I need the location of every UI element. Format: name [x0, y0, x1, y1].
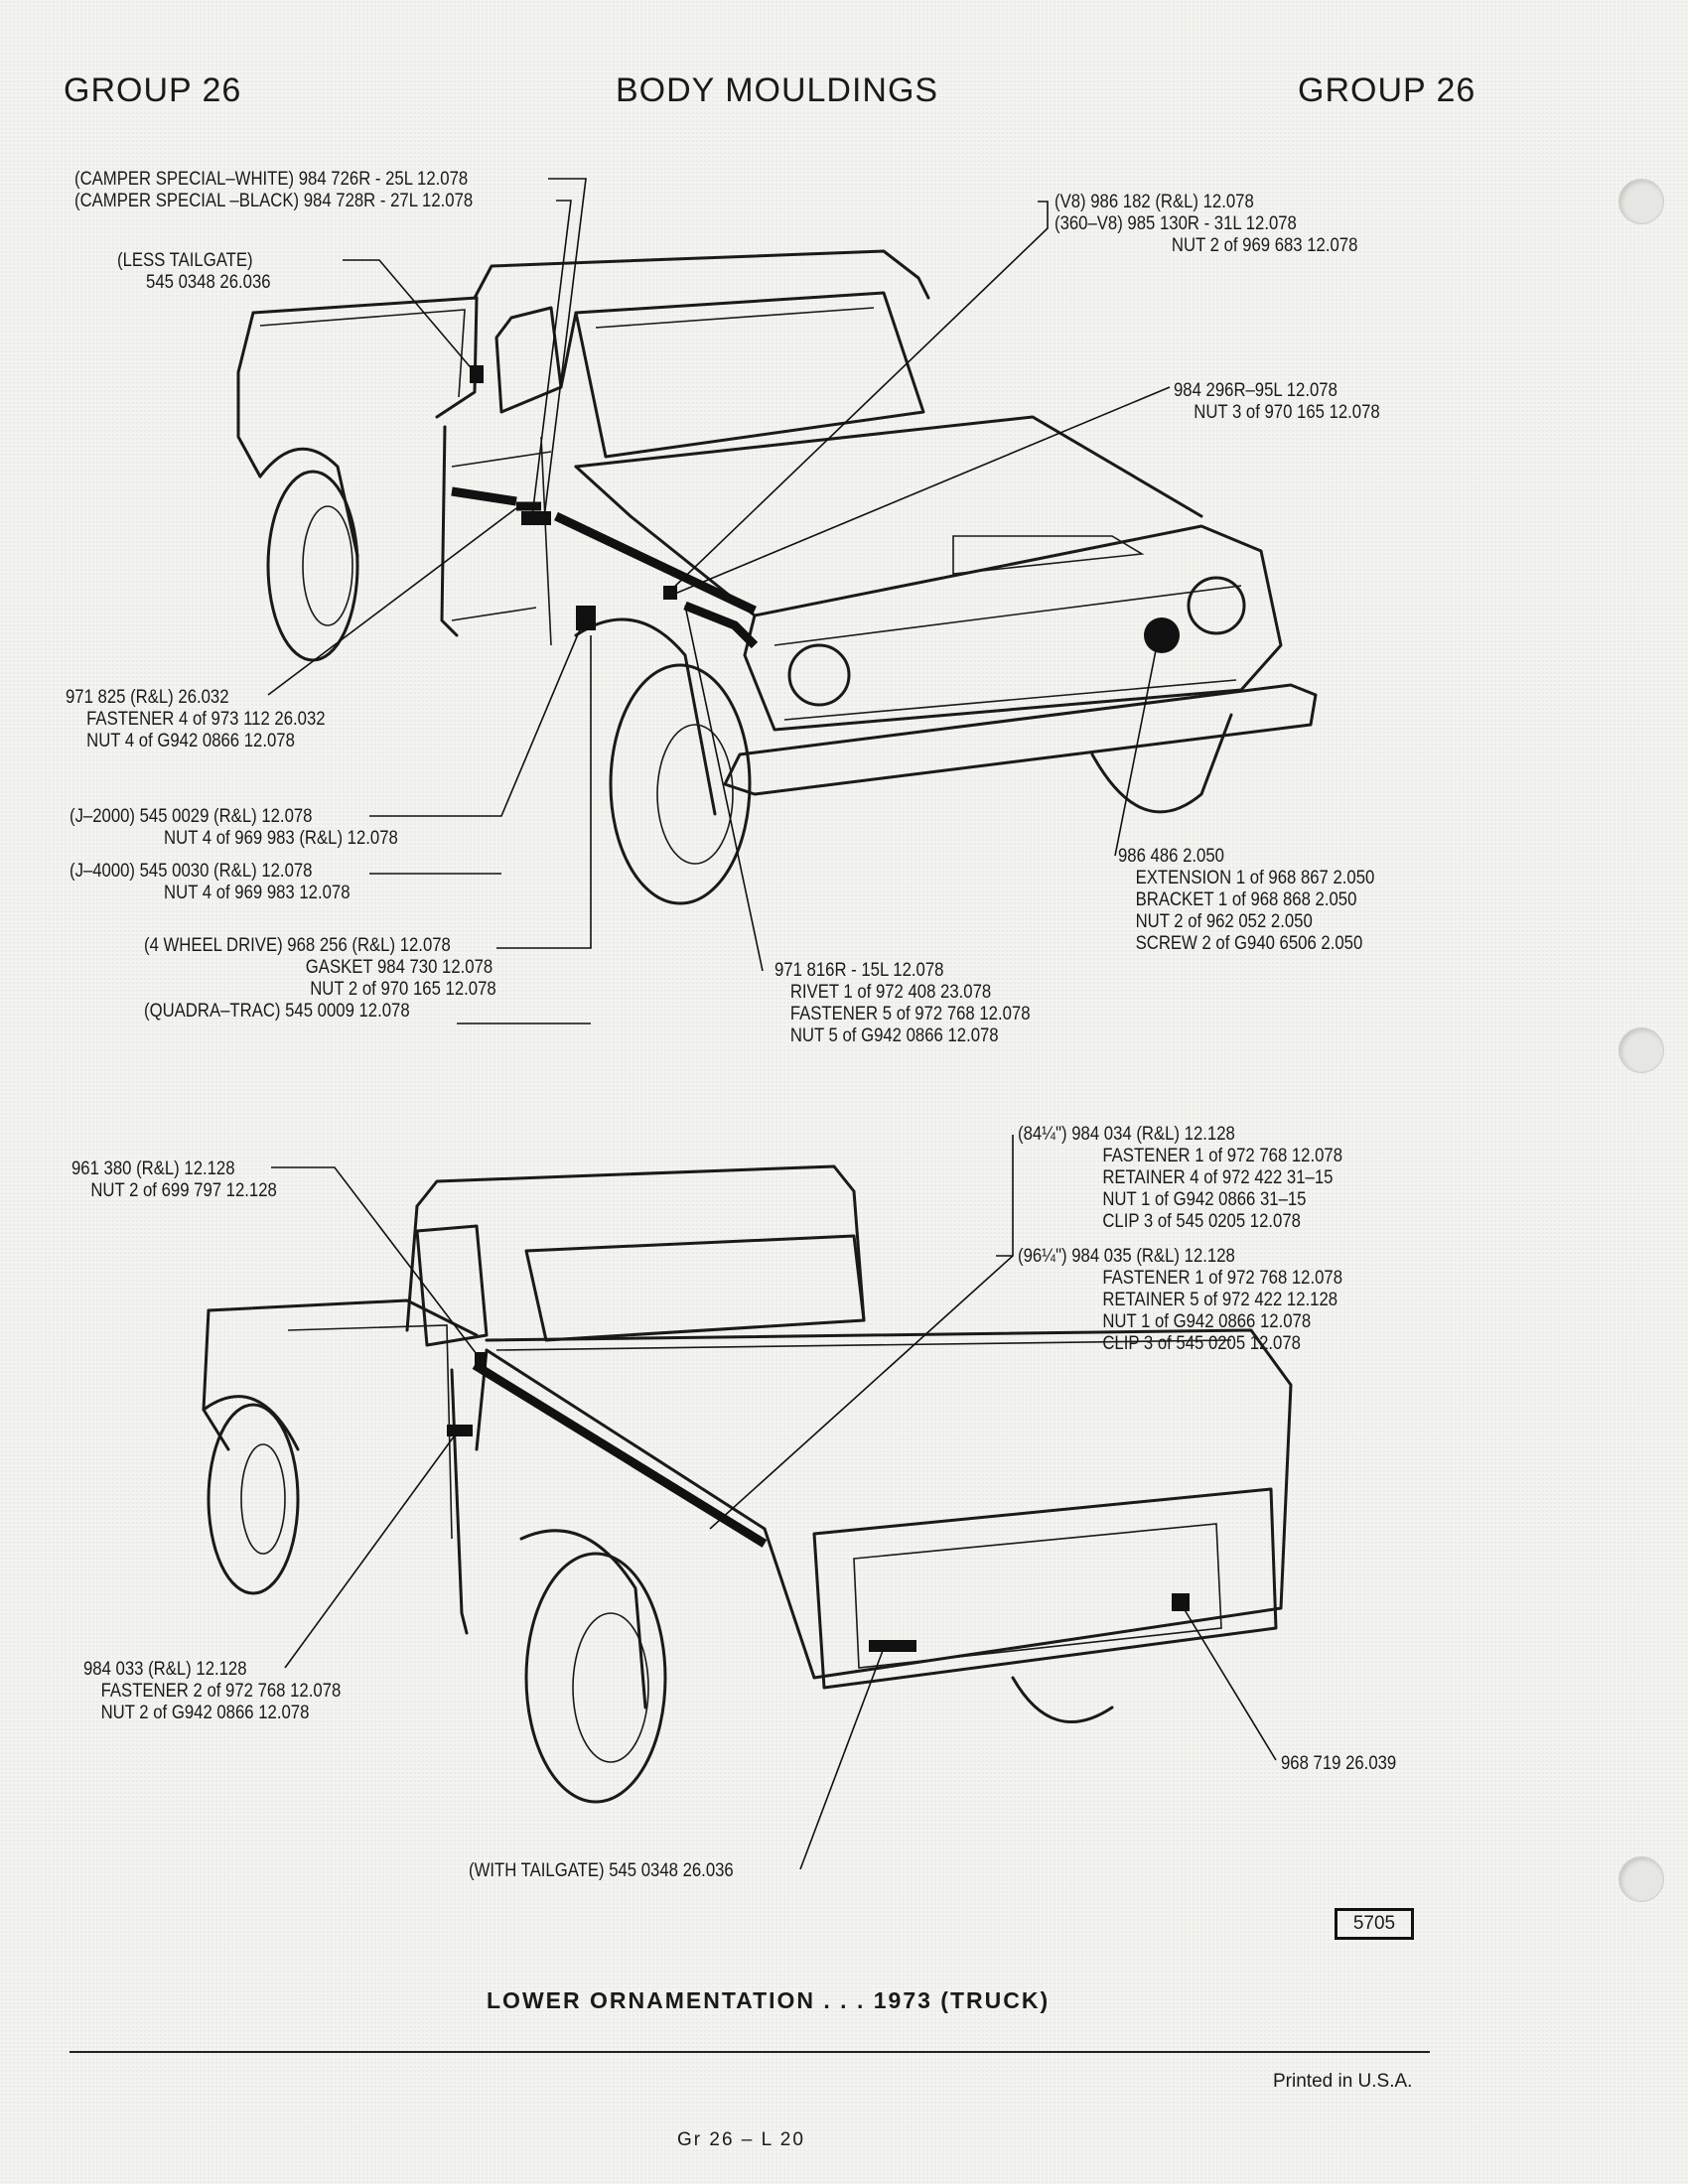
label-line: SCREW 2 of G940 6506 2.050 — [1135, 933, 1363, 954]
label-line: (CAMPER SPECIAL–WHITE) 984 726R - 25L 12… — [74, 169, 469, 190]
label-96-inch: (96¼") 984 035 (R&L) 12.128 FASTENER 1 o… — [1018, 1246, 1342, 1355]
label-j2000: (J–2000) 545 0029 (R&L) 12.078 NUT 4 of … — [70, 806, 398, 850]
footer-rule — [70, 2051, 1430, 2053]
label-line: FASTENER 5 of 972 768 12.078 — [789, 1004, 1031, 1024]
label-with-tailgate: (WITH TAILGATE) 545 0348 26.036 — [469, 1860, 734, 1881]
binder-hole — [1618, 1027, 1664, 1073]
group-label-left: GROUP 26 — [64, 71, 242, 109]
label-line: FASTENER 1 of 972 768 12.078 — [1102, 1146, 1343, 1166]
label-line: NUT 2 of 962 052 2.050 — [1135, 911, 1313, 932]
label-line: EXTENSION 1 of 968 867 2.050 — [1135, 868, 1375, 888]
label-961-380: 961 380 (R&L) 12.128 NUT 2 of 699 797 12… — [71, 1159, 277, 1202]
label-line: NUT 4 of G942 0866 12.078 — [86, 731, 295, 751]
label-line: NUT 1 of G942 0866 31–15 — [1102, 1189, 1307, 1210]
label-line: RETAINER 4 of 972 422 31–15 — [1102, 1167, 1334, 1188]
label-line: FASTENER 4 of 973 112 26.032 — [86, 709, 326, 730]
label-968-719: 968 719 26.039 — [1281, 1753, 1397, 1774]
label-line: 545 0348 26.036 — [146, 272, 271, 293]
label-line: NUT 2 of 969 683 12.078 — [1171, 235, 1358, 256]
label-line: RIVET 1 of 972 408 23.078 — [789, 982, 992, 1003]
label-984-296: 984 296R–95L 12.078 NUT 3 of 970 165 12.… — [1174, 380, 1380, 424]
label-camper-special: (CAMPER SPECIAL–WHITE) 984 726R - 25L 12… — [74, 169, 473, 212]
label-line: (LESS TAILGATE) — [117, 250, 253, 271]
label-line: NUT 4 of 969 983 (R&L) 12.078 — [164, 828, 398, 849]
label-line: 971 816R - 15L 12.078 — [774, 960, 944, 981]
label-line: (QUADRA–TRAC) 545 0009 12.078 — [144, 1001, 410, 1022]
top-truck-drawing — [236, 178, 1318, 1024]
printed-in-usa: Printed in U.S.A. — [1273, 2071, 1413, 2092]
label-line: (CAMPER SPECIAL –BLACK) 984 728R - 27L 1… — [74, 191, 474, 211]
label-line: 971 825 (R&L) 26.032 — [66, 687, 229, 708]
label-line: (360–V8) 985 130R - 31L 12.078 — [1055, 213, 1297, 234]
binder-hole — [1618, 1856, 1664, 1902]
label-line: GASKET 984 730 12.078 — [305, 957, 493, 978]
page-number: Gr 26 – L 20 — [677, 2129, 805, 2150]
label-line: NUT 2 of 699 797 12.128 — [90, 1180, 277, 1201]
label-84-inch: (84¼") 984 034 (R&L) 12.128 FASTENER 1 o… — [1018, 1124, 1342, 1233]
label-line: BRACKET 1 of 968 868 2.050 — [1135, 889, 1357, 910]
label-line: NUT 3 of 970 165 12.078 — [1194, 402, 1380, 423]
label-line: (96¼") 984 035 (R&L) 12.128 — [1018, 1246, 1235, 1267]
label-line: (84¼") 984 034 (R&L) 12.128 — [1018, 1124, 1235, 1145]
label-line: FASTENER 2 of 972 768 12.078 — [100, 1681, 342, 1702]
label-line: 961 380 (R&L) 12.128 — [71, 1159, 235, 1179]
label-j4000: (J–4000) 545 0030 (R&L) 12.078 NUT 4 of … — [70, 861, 351, 904]
binder-hole — [1618, 179, 1664, 224]
label-line: 984 296R–95L 12.078 — [1174, 380, 1337, 401]
label-line: CLIP 3 of 545 0205 12.078 — [1102, 1211, 1301, 1232]
label-line: (J–2000) 545 0029 (R&L) 12.078 — [70, 806, 313, 827]
label-line: (V8) 986 182 (R&L) 12.078 — [1055, 192, 1254, 212]
label-line: RETAINER 5 of 972 422 12.128 — [1102, 1290, 1338, 1310]
label-line: NUT 1 of G942 0866 12.078 — [1102, 1311, 1312, 1332]
label-line: (J–4000) 545 0030 (R&L) 12.078 — [70, 861, 313, 882]
page-title: BODY MOULDINGS — [616, 71, 939, 109]
bottom-truck-drawing — [202, 1135, 1293, 1870]
label-v8: (V8) 986 182 (R&L) 12.078 (360–V8) 985 1… — [1055, 192, 1357, 257]
label-986-486: 986 486 2.050 EXTENSION 1 of 968 867 2.0… — [1118, 846, 1374, 955]
group-label-right: GROUP 26 — [1298, 71, 1477, 109]
label-4-wheel-drive: (4 WHEEL DRIVE) 968 256 (R&L) 12.078 GAS… — [144, 935, 496, 1023]
label-line: NUT 2 of 970 165 12.078 — [310, 979, 496, 1000]
label-line: NUT 5 of G942 0866 12.078 — [789, 1025, 999, 1046]
figure-caption: LOWER ORNAMENTATION . . . 1973 (TRUCK) — [487, 1987, 1051, 2013]
label-line: FASTENER 1 of 972 768 12.078 — [1102, 1268, 1343, 1289]
label-line: NUT 4 of 969 983 12.078 — [164, 883, 351, 903]
label-line: CLIP 3 of 545 0205 12.078 — [1102, 1333, 1301, 1354]
label-971-816: 971 816R - 15L 12.078 RIVET 1 of 972 408… — [774, 960, 1031, 1047]
label-line: (4 WHEEL DRIVE) 968 256 (R&L) 12.078 — [144, 935, 451, 956]
label-less-tailgate: (LESS TAILGATE) 545 0348 26.036 — [117, 250, 271, 294]
label-971-825: 971 825 (R&L) 26.032 FASTENER 4 of 973 1… — [66, 687, 326, 752]
label-line: NUT 2 of G942 0866 12.078 — [100, 1703, 310, 1723]
label-984-033: 984 033 (R&L) 12.128 FASTENER 2 of 972 7… — [83, 1659, 341, 1724]
figure-number: 5705 — [1335, 1908, 1414, 1940]
label-line: 986 486 2.050 — [1118, 846, 1224, 867]
label-line: 984 033 (R&L) 12.128 — [83, 1659, 247, 1680]
